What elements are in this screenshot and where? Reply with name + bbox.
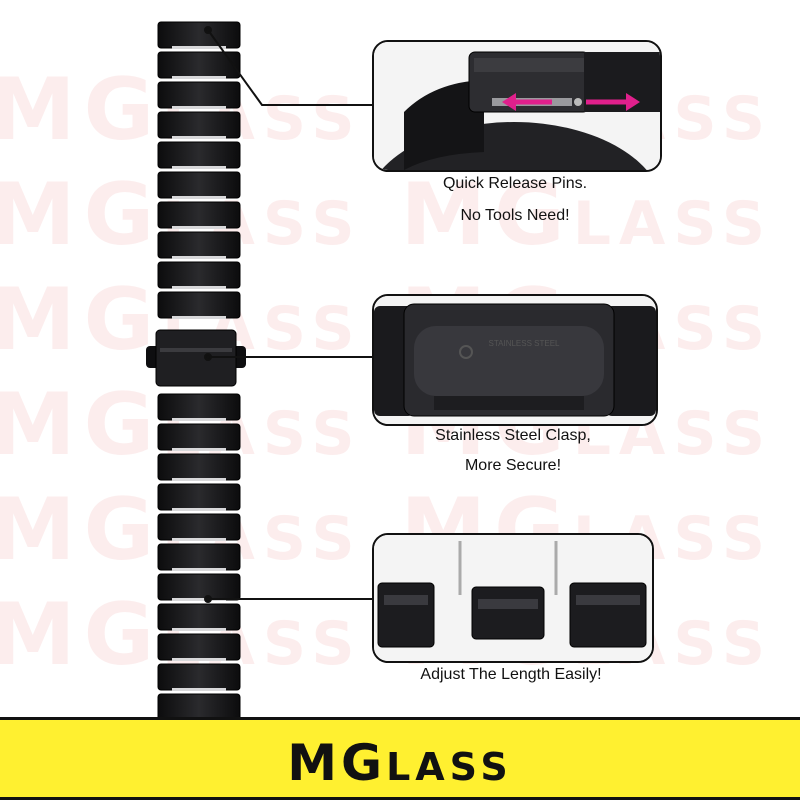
feature-1-line2: No Tools Need! — [460, 207, 570, 224]
strap-link-highlight — [172, 46, 226, 49]
brand-banner: MGLASS — [0, 717, 800, 800]
strap-links — [157, 21, 241, 720]
strap-link — [157, 231, 241, 259]
strap-link — [157, 513, 241, 541]
strap-link-highlight — [172, 166, 226, 169]
strap-link — [157, 21, 241, 49]
strap-link-highlight — [172, 688, 226, 691]
strap-link-highlight — [172, 256, 226, 259]
pin-icon — [458, 541, 558, 595]
strap-link — [157, 483, 241, 511]
leader-lines — [204, 26, 372, 603]
strap-link-highlight — [172, 508, 226, 511]
strap-link — [157, 633, 241, 661]
strap-link-highlight — [172, 226, 226, 229]
strap-link — [157, 543, 241, 571]
strap-link-highlight — [172, 658, 226, 661]
strap-link-highlight — [172, 418, 226, 421]
strap-link — [157, 111, 241, 139]
arrow-right-icon — [586, 93, 640, 111]
strap-link-highlight — [172, 628, 226, 631]
strap-link — [157, 261, 241, 289]
feature-2-line1: Stainless Steel Clasp, — [435, 427, 591, 444]
strap-link-highlight — [172, 106, 226, 109]
strap-link — [157, 453, 241, 481]
strap-link — [157, 141, 241, 169]
strap-link-highlight — [172, 76, 226, 79]
strap-link-highlight — [172, 478, 226, 481]
watch-strap-illustration — [146, 21, 372, 720]
feature-3-line1: Adjust The Length Easily! — [420, 666, 602, 683]
strap-link-highlight — [172, 136, 226, 139]
clasp-engraving: STAINLESS STEEL — [489, 339, 561, 348]
arrow-left-icon — [502, 93, 552, 111]
strap-link — [157, 81, 241, 109]
strap-clasp — [146, 329, 246, 387]
strap-link — [157, 423, 241, 451]
strap-link-highlight — [172, 598, 226, 601]
strap-link — [157, 171, 241, 199]
link-adjust-photo — [372, 533, 654, 663]
brand-initials: MG — [287, 734, 387, 792]
strap-link-highlight — [172, 316, 226, 319]
strap-link — [157, 693, 241, 720]
strap-link — [157, 291, 241, 319]
strap-link — [157, 393, 241, 421]
strap-link-highlight — [172, 538, 226, 541]
strap-link-highlight — [172, 196, 226, 199]
feature-1-line1: Quick Release Pins. — [442, 175, 588, 192]
strap-link — [157, 663, 241, 691]
brand-rest: LASS — [386, 745, 513, 789]
quick-release-photo — [372, 40, 662, 172]
strap-link — [157, 573, 241, 601]
strap-link — [157, 201, 241, 229]
strap-link — [157, 603, 241, 631]
feature-2-line2: More Secure! — [464, 457, 562, 474]
strap-link-highlight — [172, 286, 226, 289]
clasp-photo: STAINLESS STEEL — [372, 294, 658, 426]
strap-link-highlight — [172, 568, 226, 571]
brand-logo: MGLASS — [0, 734, 800, 792]
strap-link-highlight — [172, 448, 226, 451]
